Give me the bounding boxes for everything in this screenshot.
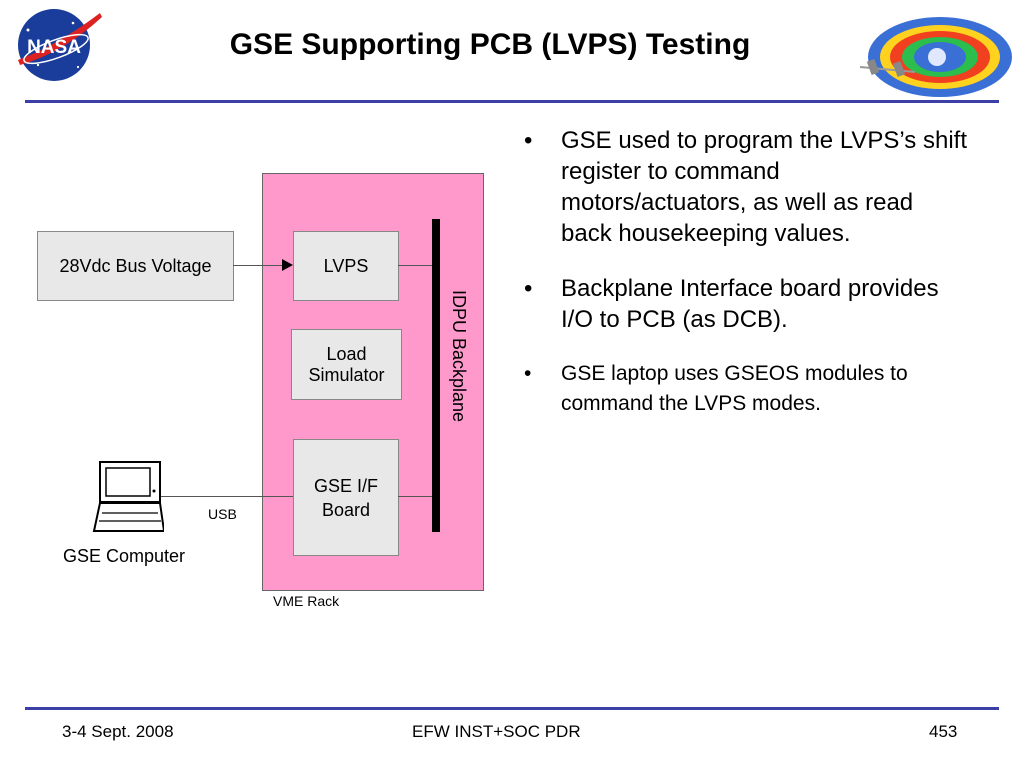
bullet-item: • GSE laptop uses GSEOS modules to comma…	[520, 359, 970, 419]
arrow-head-icon	[282, 259, 293, 271]
bus-voltage-box: 28Vdc Bus Voltage	[37, 231, 234, 301]
bus-arrow-line	[233, 265, 283, 266]
lvps-box: LVPS	[293, 231, 399, 301]
gse-if-board-box: GSE I/F Board	[293, 439, 399, 556]
usb-cable-line	[160, 496, 293, 497]
lvps-backplane-link	[398, 265, 432, 266]
gse-board-backplane-link	[398, 496, 432, 497]
gse-computer-label: GSE Computer	[63, 546, 186, 566]
footer-event: EFW INST+SOC PDR	[412, 722, 581, 741]
radiation-belts-icon	[855, 12, 1015, 107]
footer-page-number: 453	[929, 722, 958, 741]
vme-rack-label: VME Rack	[273, 593, 340, 609]
bullet-dot: •	[524, 275, 533, 302]
idpu-backplane-bar	[432, 219, 440, 532]
bullet-item: • GSE used to program the LVPS’s shift r…	[524, 127, 967, 247]
bullet-dot: •	[524, 127, 533, 154]
svg-text:NASA: NASA	[27, 37, 81, 58]
footer-date: 3-4 Sept. 2008	[62, 722, 174, 741]
nasa-logo: NASA	[8, 5, 103, 90]
load-simulator-box: Load Simulator	[291, 329, 402, 400]
slide-title: GSE Supporting PCB (LVPS) Testing	[229, 28, 751, 61]
header-rule	[25, 100, 999, 103]
bullet-list: • GSE used to program the LVPS’s shift r…	[520, 125, 970, 443]
backplane-label: IDPU Backplane	[449, 290, 469, 423]
usb-label: USB	[208, 506, 237, 522]
bullet-dot: •	[524, 362, 532, 385]
laptop-icon	[92, 461, 166, 540]
footer-rule	[25, 707, 999, 710]
bullet-item: • Backplane Interface board provides I/O…	[524, 275, 939, 333]
